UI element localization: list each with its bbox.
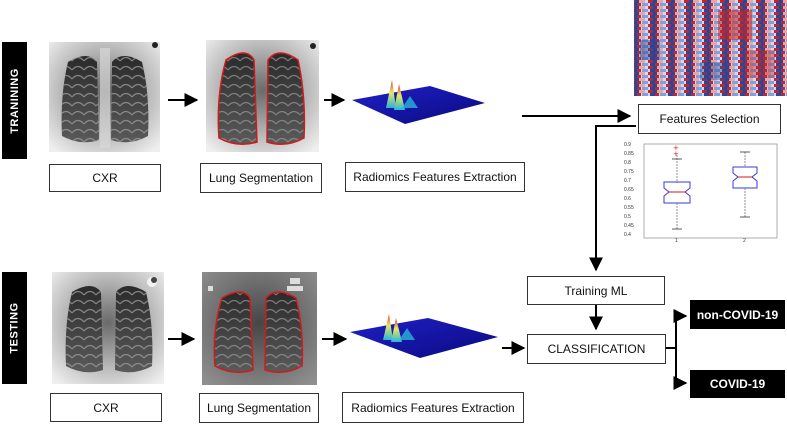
features-boxplot: + + <box>620 140 785 247</box>
non-covid-output: non-COVID-19 <box>690 300 785 329</box>
boxplot-y-tick: 0.4 <box>624 232 631 238</box>
boxplot-y-tick: 0.85 <box>624 151 634 157</box>
training-ml-box: Training ML <box>527 276 665 305</box>
flow-arrows <box>168 93 688 390</box>
boxplot-x-tick: 1 <box>675 238 678 244</box>
boxplot-y-tick: 0.5 <box>624 214 631 220</box>
boxplot-y-tick: 0.55 <box>624 205 634 211</box>
testing-section-tab: TESTING <box>2 272 27 384</box>
boxplot-x-tick: 2 <box>743 238 746 244</box>
training-radiomics-label: Radiomics Features Extraction <box>345 162 525 192</box>
boxplot-y-tick: 0.75 <box>624 169 634 175</box>
training-cxr-image <box>49 42 160 152</box>
boxplot-y-tick: 0.7 <box>624 178 631 184</box>
training-segmentation-image <box>206 40 319 152</box>
boxplot-y-tick: 0.8 <box>624 160 631 166</box>
testing-cxr-image <box>52 272 164 384</box>
features-heatmap <box>634 0 787 96</box>
training-section-tab: TRANINING <box>2 42 27 159</box>
boxplot-y-tick: 0.6 <box>624 196 631 202</box>
classification-box: CLASSIFICATION <box>527 334 666 364</box>
features-selection-box: Features Selection <box>638 104 781 134</box>
boxplot-y-tick: 0.45 <box>624 223 634 229</box>
testing-radiomics-surface <box>350 314 498 358</box>
boxplot-y-tick: 0.65 <box>624 187 634 193</box>
testing-segmentation-image <box>202 272 317 385</box>
testing-cxr-label: CXR <box>50 393 162 422</box>
svg-text:+: + <box>673 150 679 158</box>
training-segmentation-label: Lung Segmentation <box>200 163 322 193</box>
testing-radiomics-label: Radiomics Features Extraction <box>342 392 524 423</box>
boxplot-y-axis: 0.9 0.85 0.8 0.75 0.7 0.65 0.6 0.55 0.5 … <box>624 142 642 242</box>
training-radiomics-surface <box>352 80 485 124</box>
svg-text:+: + <box>673 144 679 152</box>
covid-output: COVID-19 <box>690 370 785 398</box>
boxplot-y-tick: 0.9 <box>624 142 631 148</box>
testing-segmentation-label: Lung Segmentation <box>199 393 319 423</box>
training-cxr-label: CXR <box>49 164 161 192</box>
